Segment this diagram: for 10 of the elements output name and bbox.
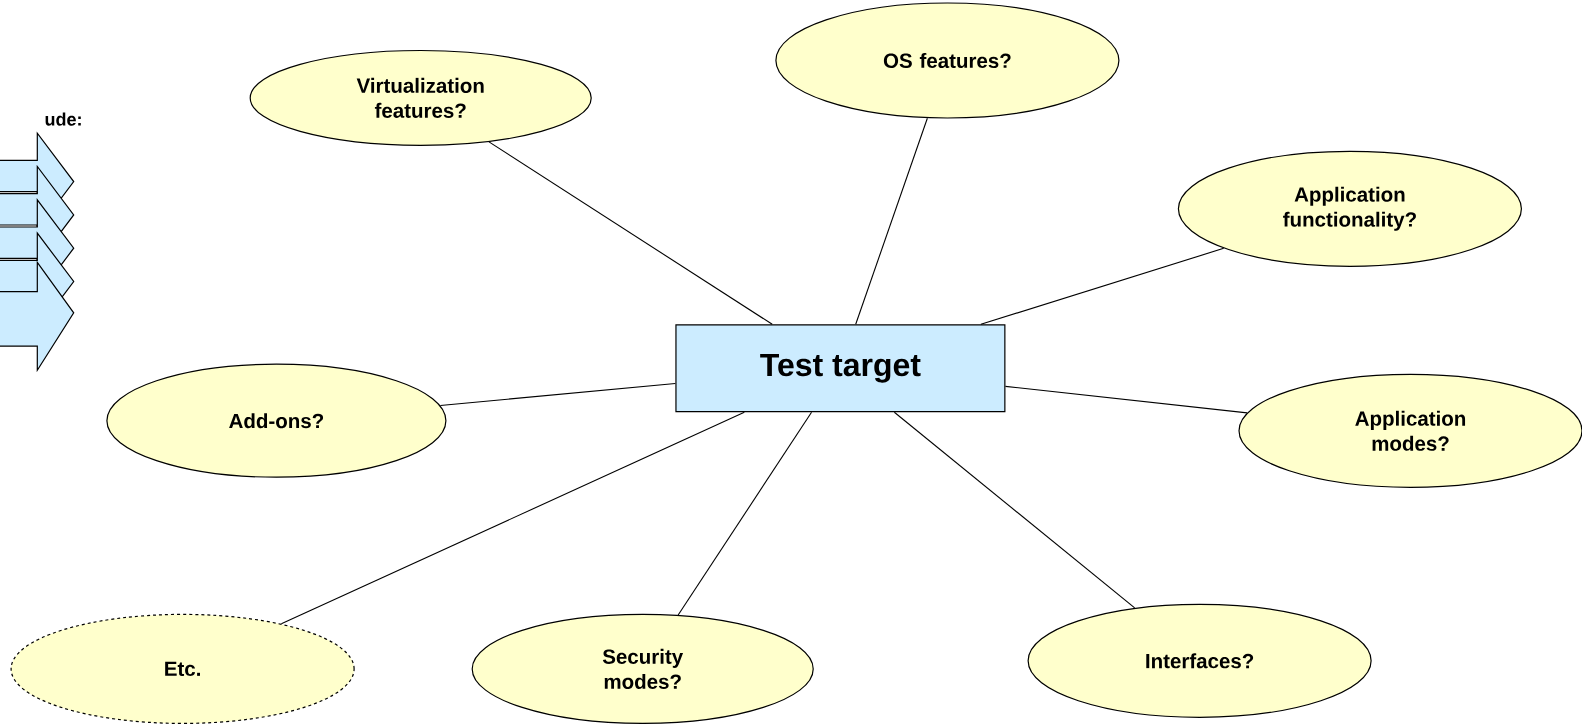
cut-off-label: ude: — [45, 112, 81, 126]
connector-line — [677, 411, 813, 616]
connector-line — [855, 117, 928, 325]
target-box: Test target — [675, 324, 1006, 413]
connector-line — [980, 247, 1225, 325]
connector-line — [1004, 385, 1248, 414]
connector-line — [488, 141, 773, 325]
connector-line — [439, 383, 676, 407]
connector-line — [893, 411, 1136, 609]
connector-line — [280, 411, 745, 625]
